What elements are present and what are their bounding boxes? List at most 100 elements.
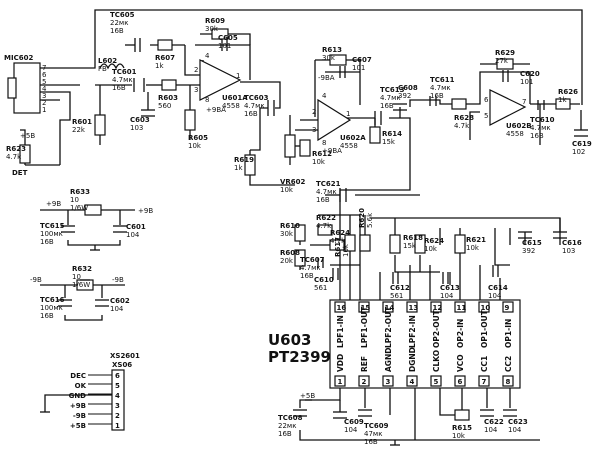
pin-4-u601: 4: [205, 52, 210, 60]
connector-pin-name-1: +5B: [70, 422, 86, 430]
ic-pin-name-4: DGND: [408, 347, 417, 372]
power-plus9ba-u601: +9BA: [206, 106, 226, 114]
pin-2-u602: 2: [312, 108, 316, 116]
ic-pin-num-6: 6: [458, 378, 463, 386]
ic-pin-num-12: 12: [433, 304, 443, 312]
ic-pin-box-11: [454, 301, 466, 313]
component-mic602: MIC602: [0, 0, 29, 2]
inductor-l602: [99, 63, 125, 70]
pin-3-u601: 3: [194, 86, 198, 94]
connector-pin-name-3: +9B: [70, 402, 86, 410]
connector-pin-num-1: 1: [115, 422, 120, 430]
ic-pin-box-4: [406, 375, 418, 387]
mic-pin-1: 1: [42, 106, 46, 114]
ic-pin-num-5: 5: [434, 378, 439, 386]
resistor-r624b: [414, 234, 426, 254]
ic-pin-num-4: 4: [410, 378, 415, 386]
component-r620: R6205.6k: [358, 208, 374, 228]
label-mic602: MIC602: [4, 54, 33, 62]
ic-pin-box-10: [478, 301, 490, 313]
ic-pin-box-1: [334, 375, 346, 387]
mic-pin-2: 2: [42, 99, 46, 107]
ic-pin-box-14: [382, 301, 394, 313]
connector-pin-num-6: 6: [115, 372, 120, 380]
ic-pin-name-10: OP1-OUT: [480, 309, 489, 348]
ic-pin-box-2: [358, 375, 370, 387]
ic-pin-name-14: LPF2-OUT: [384, 306, 393, 348]
resistor-r619: [244, 154, 256, 176]
ic-pin-box-6: [454, 375, 466, 387]
power-minus9v-in: -9B: [30, 276, 42, 284]
ic-pin-name-13: LPF2-IN: [408, 315, 417, 348]
resistor-r610: [294, 224, 306, 242]
ic-pin-num-9: 9: [505, 304, 510, 312]
resistor-r609: [211, 28, 229, 40]
power-minus9ba-u602: -9BA: [318, 74, 335, 82]
pin-1-u601: 1: [236, 72, 240, 80]
connector-ref: XS2601: [110, 352, 140, 360]
power-plus5v-mic: +5B: [20, 132, 35, 140]
ic-pin-num-2: 2: [362, 378, 367, 386]
resistor-r613: [329, 54, 347, 66]
opamp-u601a: [199, 59, 242, 101]
ic-pin-num-13: 13: [409, 304, 419, 312]
mic-pin-3: 3: [42, 92, 46, 100]
power-plus5v-ic: +5B: [300, 392, 315, 400]
power-plus9v-top: +9B: [46, 200, 61, 208]
connector-type: XS06: [112, 361, 132, 369]
power-minus9v-out: -9B: [112, 276, 124, 284]
resistor-r607: [157, 39, 173, 51]
ic-pin-num-8: 8: [506, 378, 511, 386]
power-plus9v-out: +9B: [138, 207, 153, 215]
connector-pin-name-4: GND: [69, 392, 87, 400]
label-det: DET: [12, 169, 28, 177]
connector-pin-name-5: OK: [75, 382, 87, 390]
parts: [7, 28, 588, 446]
pin-6-u602b: 6: [484, 96, 489, 104]
ic-pin-box-3: [382, 375, 394, 387]
ic-pin-num-11: 11: [457, 304, 467, 312]
pin-2-u601: 2: [194, 66, 198, 74]
component-r617: R61710k: [334, 237, 350, 257]
ic-pin-name-16: LPF1-IN: [336, 315, 345, 348]
ic-pin-name-11: OP2-IN: [456, 319, 465, 348]
ic-pin-name-12: OP2-OUT: [432, 309, 441, 348]
